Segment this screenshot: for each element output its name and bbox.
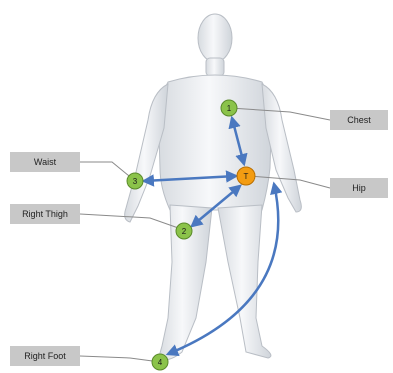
marker-hip: T bbox=[237, 167, 255, 185]
marker-chest: 1 bbox=[221, 100, 237, 116]
label-hip-text: Hip bbox=[352, 183, 366, 193]
marker-waist-number: 3 bbox=[133, 177, 138, 186]
figure-head bbox=[198, 14, 232, 62]
marker-right-foot-number: 4 bbox=[158, 358, 163, 367]
label-right-thigh: Right Thigh bbox=[10, 204, 80, 224]
leader-line-right-foot bbox=[80, 356, 160, 362]
marker-waist: 3 bbox=[127, 173, 143, 189]
marker-right-foot: 4 bbox=[152, 354, 168, 370]
figure-neck bbox=[206, 58, 224, 76]
figure-torso bbox=[158, 75, 272, 210]
label-right-foot-text: Right Foot bbox=[24, 351, 66, 361]
marker-right-thigh: 2 bbox=[176, 223, 192, 239]
label-waist: Waist bbox=[10, 152, 80, 172]
marker-right-thigh-number: 2 bbox=[182, 227, 187, 236]
leader-line-waist bbox=[80, 162, 134, 180]
label-hip: Hip bbox=[330, 178, 388, 198]
marker-hip-number: T bbox=[244, 172, 249, 181]
label-waist-text: Waist bbox=[34, 157, 57, 167]
marker-chest-number: 1 bbox=[227, 104, 232, 113]
label-chest: Chest bbox=[330, 110, 388, 130]
label-right-foot: Right Foot bbox=[10, 346, 80, 366]
label-chest-text: Chest bbox=[347, 115, 371, 125]
label-right-thigh-text: Right Thigh bbox=[22, 209, 68, 219]
